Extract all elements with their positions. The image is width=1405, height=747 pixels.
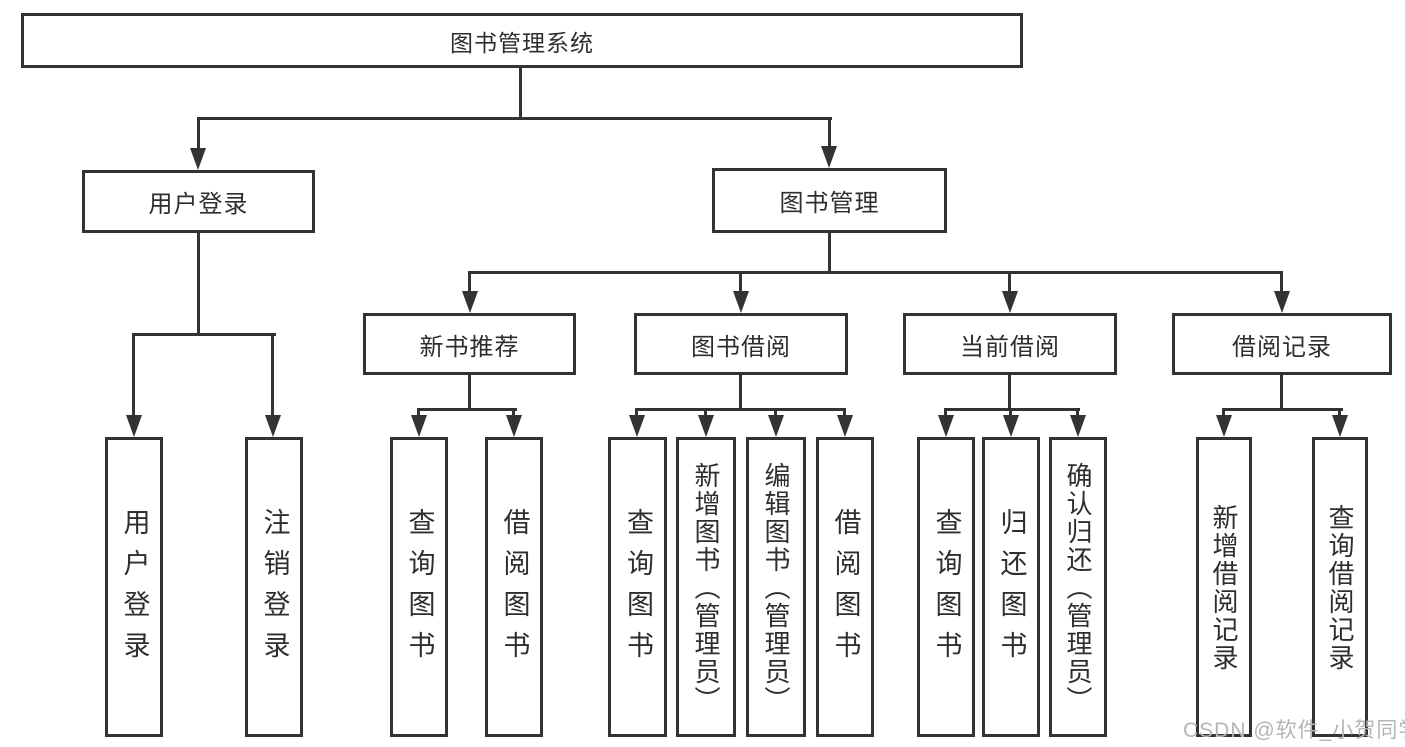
node-user-login: 用户登录: [82, 170, 315, 233]
connector-drop-level3: [1280, 271, 1283, 293]
leaf-add-books-admin: 新增图书（管理员）: [676, 437, 736, 737]
leaf-edit-books-admin: 编辑图书（管理员）: [746, 437, 806, 737]
connector-user-login-branch: [132, 333, 276, 336]
arrow-down-icon: [938, 415, 954, 437]
arrow-down-icon: [1332, 415, 1348, 437]
connector-level3-branch: [468, 271, 1283, 274]
connector-drop-leaf: [512, 408, 515, 418]
connector-drop-leaf: [1076, 408, 1079, 418]
arrow-down-icon: [411, 415, 427, 437]
connector-drop-leaf: [417, 408, 420, 418]
connector-drop-leaf: [843, 408, 846, 418]
arrow-down-icon: [190, 148, 206, 170]
arrow-down-icon: [698, 415, 714, 437]
arrow-down-icon: [126, 415, 142, 437]
leaf-confirm-return-admin: 确认归还（管理员）: [1049, 437, 1107, 737]
arrow-down-icon: [1274, 291, 1290, 313]
connector-stem: [739, 375, 742, 411]
node-current-borrowing: 当前借阅: [903, 313, 1117, 375]
connector-drop-book-management: [828, 117, 831, 148]
connector-drop-leaf: [271, 333, 274, 417]
leaf-logout: 注销登录: [245, 437, 303, 737]
node-borrowing-records: 借阅记录: [1172, 313, 1392, 375]
connector-branch: [417, 408, 517, 411]
node-library-management-system: 图书管理系统: [21, 13, 1023, 68]
arrow-down-icon: [1002, 291, 1018, 313]
connector-drop-leaf: [704, 408, 707, 418]
leaf-add-borrow-record: 新增借阅记录: [1196, 437, 1252, 737]
leaf-query-books-2: 查询图书: [608, 437, 667, 737]
leaf-borrow-books-2: 借阅图书: [816, 437, 874, 737]
node-new-book-recommendation: 新书推荐: [363, 313, 576, 375]
connector-branch: [635, 408, 846, 411]
arrow-down-icon: [462, 291, 478, 313]
leaf-borrow-books-1: 借阅图书: [485, 437, 543, 737]
arrow-down-icon: [821, 146, 837, 168]
connector-level2-branch: [197, 117, 832, 120]
connector-root-stem: [519, 68, 522, 119]
arrow-down-icon: [733, 291, 749, 313]
node-book-borrowing: 图书借阅: [634, 313, 848, 375]
connector-drop-leaf: [1009, 408, 1012, 418]
connector-drop-leaf: [944, 408, 947, 418]
leaf-query-books-1: 查询图书: [390, 437, 448, 737]
arrow-down-icon: [1003, 415, 1019, 437]
arrow-down-icon: [768, 415, 784, 437]
connector-drop-leaf: [635, 408, 638, 418]
leaf-query-borrow-record: 查询借阅记录: [1312, 437, 1368, 737]
connector-branch: [1222, 408, 1343, 411]
connector-drop-leaf: [1222, 408, 1225, 418]
connector-branch: [944, 408, 1080, 411]
node-book-management: 图书管理: [712, 168, 947, 233]
leaf-return-books: 归还图书: [982, 437, 1040, 737]
connector-stem: [468, 375, 471, 411]
connector-drop-leaf: [132, 333, 135, 417]
connector-drop-leaf: [774, 408, 777, 418]
connector-drop-level3: [1008, 271, 1011, 293]
connector-book-management-stem: [828, 233, 831, 273]
arrow-down-icon: [1070, 415, 1086, 437]
arrow-down-icon: [837, 415, 853, 437]
connector-drop-level3: [739, 271, 742, 293]
connector-drop-user-login: [197, 117, 200, 150]
arrow-down-icon: [506, 415, 522, 437]
csdn-watermark: CSDN @软件_小贺同学: [1183, 719, 1405, 742]
connector-stem: [1280, 375, 1283, 411]
leaf-user-login: 用户登录: [105, 437, 163, 737]
leaf-query-books-3: 查询图书: [917, 437, 975, 737]
connector-stem: [1008, 375, 1011, 411]
arrow-down-icon: [265, 415, 281, 437]
connector-user-login-stem: [197, 233, 200, 335]
connector-drop-level3: [468, 271, 471, 293]
connector-drop-leaf: [1338, 408, 1341, 418]
arrow-down-icon: [629, 415, 645, 437]
arrow-down-icon: [1216, 415, 1232, 437]
